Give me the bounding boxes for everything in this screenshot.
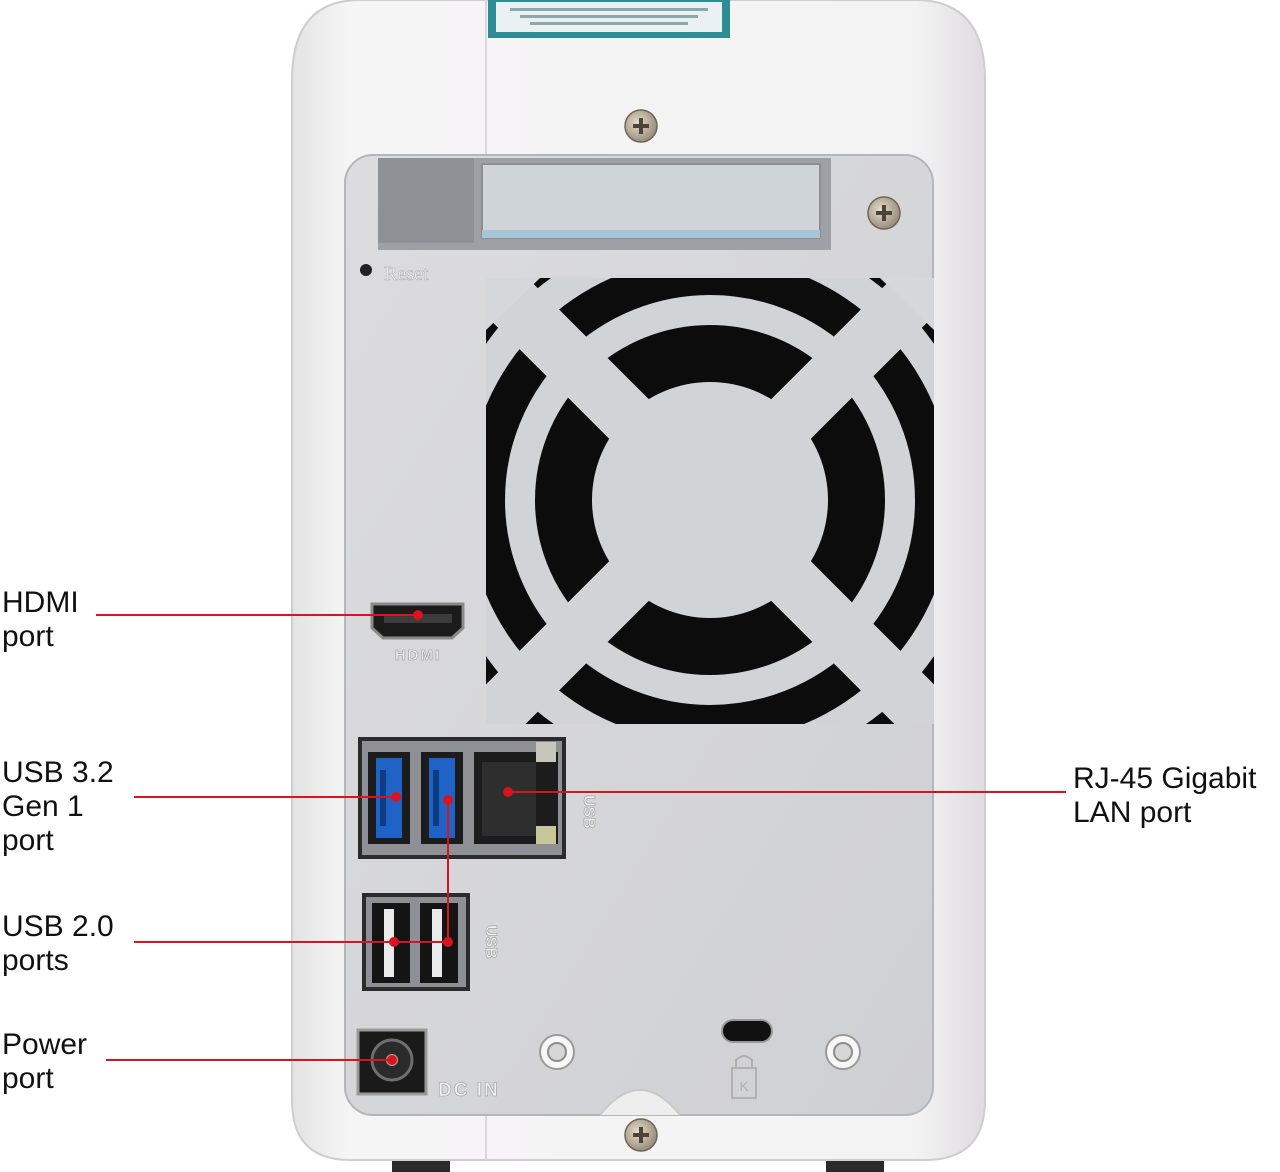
dc-in-label: DC IN <box>438 1080 500 1101</box>
foot-left <box>392 1158 450 1172</box>
foot-right <box>826 1158 884 1172</box>
callout-rj45-line-1: RJ-45 Gigabit <box>1073 762 1257 795</box>
usb32-port-2 <box>421 752 463 844</box>
callout-usb20-line-2: ports <box>2 944 69 977</box>
callout-rj45-line-2: LAN port <box>1073 796 1192 829</box>
reset-button <box>360 264 372 276</box>
security-slot: K <box>721 1019 773 1099</box>
top-screw <box>624 109 658 143</box>
callout-usb32-line-3: port <box>2 824 54 857</box>
hdmi-label: HDMI <box>395 647 441 664</box>
fan-grille <box>486 278 934 724</box>
rj45-port <box>474 742 558 844</box>
callout-usb20-line-1: USB 2.0 <box>2 910 114 943</box>
reset-label: Reset <box>384 263 429 285</box>
usb20-port-1 <box>372 903 410 983</box>
callout-power: Power port <box>2 1028 87 1096</box>
callout-usb32-line-1: USB 3.2 <box>2 756 114 789</box>
callout-power-line-1: Power <box>2 1028 88 1061</box>
usb20-port-2 <box>420 903 458 983</box>
dc-in-port <box>356 1028 428 1096</box>
usb-label-upper: USB <box>580 795 597 829</box>
callout-hdmi-line-2: port <box>2 620 54 653</box>
callout-rj45: RJ-45 Gigabit LAN port <box>1073 762 1256 830</box>
usb32-port-1 <box>368 752 410 844</box>
svg-text:K: K <box>739 1078 749 1094</box>
callout-power-line-2: port <box>2 1062 54 1095</box>
usb-label-lower: USB <box>482 925 499 959</box>
callout-usb20: USB 2.0 ports <box>2 910 114 978</box>
hdmi-port <box>370 602 465 640</box>
callout-usb32: USB 3.2 Gen 1 port <box>2 756 114 858</box>
callout-hdmi-line-1: HDMI <box>2 586 79 619</box>
callout-usb32-line-2: Gen 1 <box>2 790 84 823</box>
callout-hdmi: HDMI port <box>2 586 79 654</box>
